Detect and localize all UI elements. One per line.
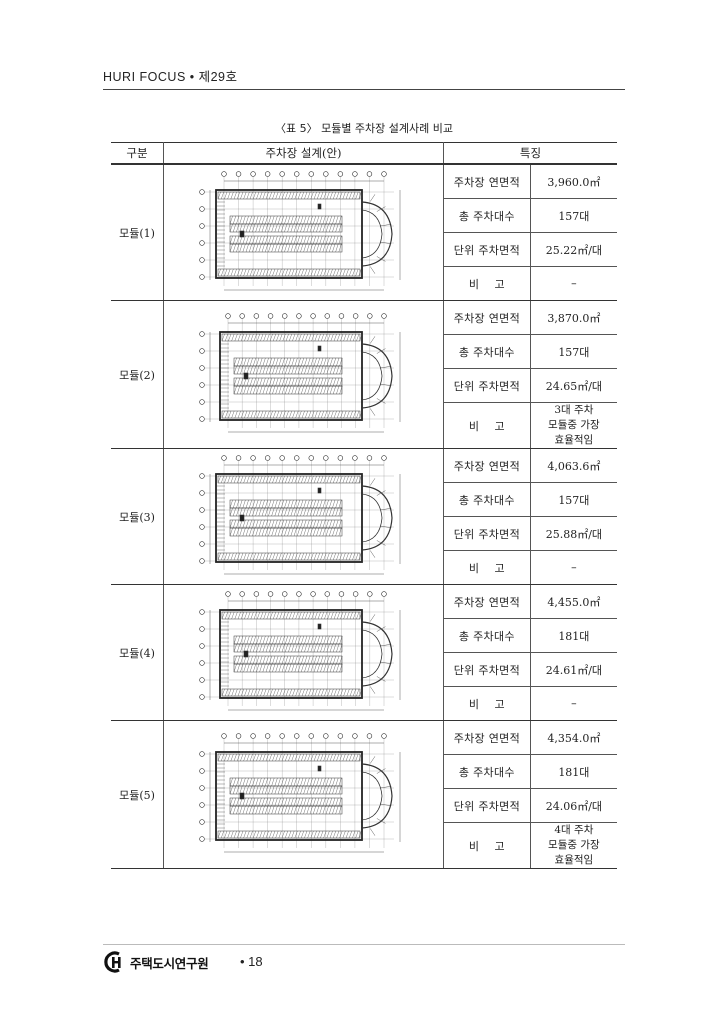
- floor-plan-diagram: [198, 732, 400, 852]
- table-header-row: 구분 주차장 설계(안) 특징: [111, 142, 617, 165]
- feature-label-cell: 비 고: [443, 550, 531, 585]
- feature-label-cell: 총 주차대수: [443, 198, 531, 233]
- feature-value-cell: 24.61㎡/대: [530, 652, 617, 687]
- feature-label-cell: 단위 주차면적: [443, 788, 531, 823]
- institute-logo: 주택도시연구원: [103, 951, 209, 973]
- feature-value-cell: 24.06㎡/대: [530, 788, 617, 823]
- feature-label-cell: 비 고: [443, 402, 531, 449]
- feature-value-cell: 181대: [530, 618, 617, 653]
- feature-label-cell: 총 주차대수: [443, 334, 531, 369]
- feature-label-cell: 단위 주차면적: [443, 232, 531, 267]
- feature-value-cell: –: [530, 266, 617, 301]
- feature-value-cell: 4,354.0㎡: [530, 720, 617, 755]
- module-name-cell: 모듈(2): [111, 300, 164, 449]
- feature-value-cell: 25.88㎡/대: [530, 516, 617, 551]
- feature-label-cell: 총 주차대수: [443, 618, 531, 653]
- feature-value-cell: 4,063.6㎡: [530, 448, 617, 483]
- feature-label-cell: 단위 주차면적: [443, 516, 531, 551]
- floor-plan-diagram: [198, 590, 400, 710]
- feature-label-cell: 비 고: [443, 822, 531, 869]
- floor-plan-diagram: [198, 170, 400, 290]
- table-row: 비 고–: [111, 550, 617, 585]
- parking-plan-drawing: [163, 164, 444, 301]
- feature-label-cell: 비 고: [443, 686, 531, 721]
- feature-label-cell: 단위 주차면적: [443, 652, 531, 687]
- feature-value-cell: 3대 주차 모듈중 가장 효율적임: [530, 402, 617, 449]
- parking-plan-drawing: [163, 720, 444, 869]
- feature-value-cell: 3,960.0㎡: [530, 164, 617, 199]
- parking-plan-drawing: [163, 584, 444, 721]
- feature-label-cell: 주차장 연면적: [443, 164, 531, 199]
- feature-value-cell: 4대 주차 모듈중 가장 효율적임: [530, 822, 617, 869]
- logo-text: 주택도시연구원: [130, 955, 209, 971]
- col-header-design: 주차장 설계(안): [163, 142, 444, 165]
- feature-value-cell: 157대: [530, 334, 617, 369]
- feature-value-cell: 24.65㎡/대: [530, 368, 617, 403]
- running-header: HURI FOCUS • 제29호: [103, 70, 238, 84]
- feature-value-cell: –: [530, 686, 617, 721]
- feature-label-cell: 주차장 연면적: [443, 448, 531, 483]
- header-divider: [103, 89, 625, 90]
- table-row: 비 고–: [111, 686, 617, 721]
- module-name-cell: 모듈(5): [111, 720, 164, 869]
- feature-label-cell: 총 주차대수: [443, 482, 531, 517]
- feature-value-cell: 4,455.0㎡: [530, 584, 617, 619]
- table-row: 비 고–: [111, 266, 617, 301]
- col-header-category: 구분: [111, 142, 164, 165]
- table-caption: 〈표 5〉 모듈별 주차장 설계사례 비교: [274, 122, 454, 135]
- feature-value-cell: 3,870.0㎡: [530, 300, 617, 335]
- feature-value-cell: 157대: [530, 482, 617, 517]
- floor-plan-diagram: [198, 454, 400, 574]
- page-number: • 18: [240, 954, 263, 969]
- module-name-cell: 모듈(4): [111, 584, 164, 721]
- feature-value-cell: 181대: [530, 754, 617, 789]
- feature-label-cell: 총 주차대수: [443, 754, 531, 789]
- floor-plan-diagram: [198, 312, 400, 432]
- feature-label-cell: 주차장 연면적: [443, 584, 531, 619]
- feature-label-cell: 단위 주차면적: [443, 368, 531, 403]
- module-name-cell: 모듈(1): [111, 164, 164, 301]
- feature-value-cell: –: [530, 550, 617, 585]
- footer-divider: [103, 944, 625, 945]
- feature-value-cell: 157대: [530, 198, 617, 233]
- feature-value-cell: 25.22㎡/대: [530, 232, 617, 267]
- col-header-features: 특징: [443, 142, 617, 165]
- feature-label-cell: 주차장 연면적: [443, 300, 531, 335]
- parking-plan-drawing: [163, 300, 444, 449]
- feature-label-cell: 주차장 연면적: [443, 720, 531, 755]
- parking-plan-drawing: [163, 448, 444, 585]
- module-name-cell: 모듈(3): [111, 448, 164, 585]
- feature-label-cell: 비 고: [443, 266, 531, 301]
- logo-mark-icon: [104, 951, 121, 973]
